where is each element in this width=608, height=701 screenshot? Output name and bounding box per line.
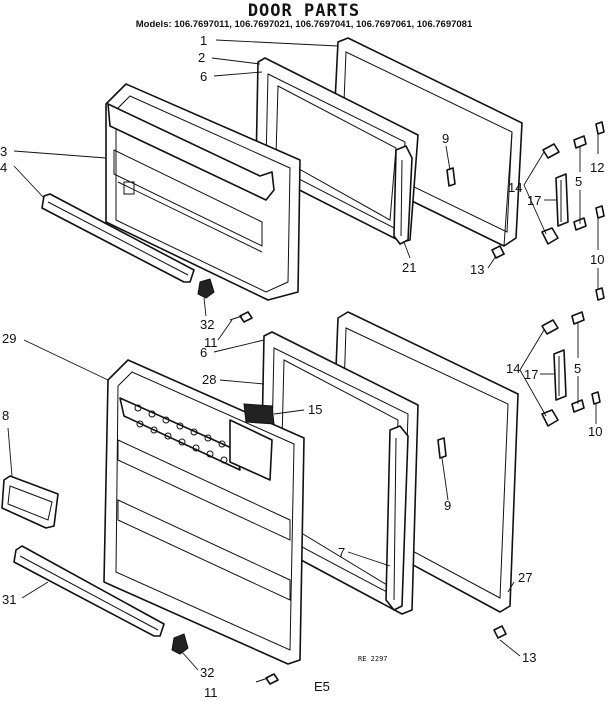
callout-32-lower: 32 [200,665,214,680]
fresh-food-stop-9 [437,437,447,459]
callout-32-upper: 32 [200,317,214,332]
callout-11-lower: 11 [204,685,218,700]
callout-17-upper: 17 [527,193,541,208]
callout-13-lower: 13 [522,650,536,665]
fresh-food-door-liner [103,359,305,665]
door-shelf-front-8 [1,475,59,529]
freezer-hinge-pin-13 [491,245,505,259]
callout-10-upper: 10 [590,252,604,267]
page-code: E5 [314,679,330,694]
model-numbers: Models: 106.7697011, 106.7697021, 106.76… [135,19,473,30]
callout-29: 29 [2,331,16,346]
freezer-shelf-bar [41,193,195,283]
callout-31: 31 [2,592,16,607]
callout-1: 1 [200,33,207,48]
fresh-food-shelf-bar [13,545,165,637]
reference-code: RE 2297 [358,655,388,663]
callout-13-upper: 13 [470,262,484,277]
callout-4: 4 [0,160,7,175]
freezer-stop-9 [446,167,456,187]
callout-15: 15 [308,402,322,417]
callout-9-lower: 9 [444,498,451,513]
freezer-bracket-32 [197,278,215,299]
freezer-door-liner [105,83,301,301]
callout-12: 12 [590,160,604,175]
callout-28: 28 [202,372,216,387]
callout-7: 7 [338,545,345,560]
callout-10-lower: 10 [588,424,602,439]
callout-6-lower: 6 [200,345,207,360]
hinge-set-upper [541,121,605,301]
callout-5-lower: 5 [574,361,581,376]
leader-lines [7,39,599,671]
callout-14-lower: 14 [506,361,520,376]
page-title: DOOR PARTS [247,1,361,21]
callout-27: 27 [518,570,532,585]
callout-8: 8 [2,408,9,423]
callout-3: 3 [0,144,7,159]
callout-5-upper: 5 [575,174,582,189]
callout-21: 21 [402,260,416,275]
fresh-food-bracket-15 [243,403,275,425]
callout-2: 2 [198,50,205,65]
callout-9-upper: 9 [442,131,449,146]
callout-11-upper: 11 [204,335,218,350]
freezer-screw-11 [229,311,253,323]
fresh-food-bracket-32 [171,633,189,655]
callout-17-lower: 17 [524,367,538,382]
hinge-set-lower [541,311,601,427]
callout-6-upper: 6 [200,69,207,84]
freezer-door-handle [393,145,413,245]
fresh-food-door-handle [385,425,409,611]
callout-labels: 1 2 6 3 4 9 12 14 17 5 10 21 13 32 11 29… [0,33,604,700]
callout-14-upper: 14 [508,180,522,195]
fresh-food-screw-11 [255,673,279,685]
fresh-food-hinge-pin-13 [493,625,507,639]
